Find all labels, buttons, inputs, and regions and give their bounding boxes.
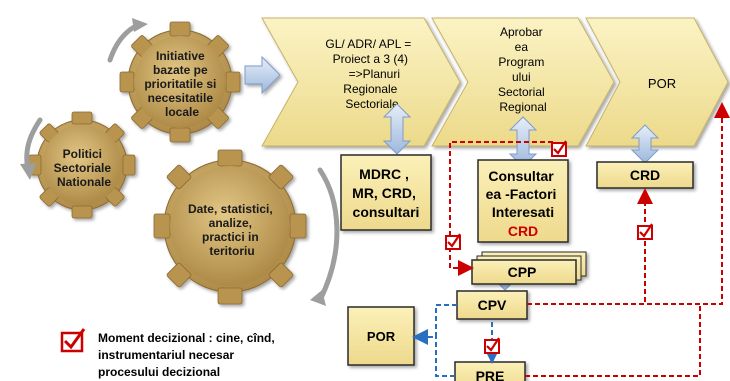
chevron-por	[585, 17, 729, 147]
box-mdrc-label: MDRC , MR, CRD, consultari	[352, 166, 420, 220]
box-por-small-label: POR	[367, 329, 396, 344]
chevron-gl-label: GL/ ADR/ APL = Proiect a 3 (4) =>Planuri…	[325, 37, 414, 111]
down-arrow-1	[382, 103, 412, 155]
gear-date-label: Date, statistici, analize, practici in t…	[188, 202, 276, 258]
box-consultarea	[477, 159, 569, 243]
box-mdrc	[340, 154, 432, 231]
cycle-arrowheads	[20, 18, 326, 306]
legend-check-icon	[60, 328, 86, 353]
decision-check-icon	[551, 140, 567, 157]
gear-initiative-label: Initiative bazate pe prioritatile si nec…	[144, 49, 219, 119]
box-consultarea-crd: CRD	[508, 223, 538, 239]
down-arrow-2	[508, 116, 538, 168]
chevron-aprobare-label: Aprobar ea Program ului Sectorial Region…	[498, 25, 548, 114]
gear-politici	[28, 111, 136, 219]
legend-text: Moment decizional : cine, cînd, instrume…	[98, 331, 278, 379]
box-consultarea-label: Consultar ea -Factori Interesati	[486, 168, 561, 220]
box-cpp	[471, 251, 587, 285]
gear-date	[153, 149, 307, 305]
decision-check-icon	[637, 223, 653, 240]
decision-check-icon	[445, 233, 461, 250]
chevron-gl	[261, 17, 461, 147]
box-pre-label: PRE	[476, 368, 505, 381]
box-cpv-label: CPV	[478, 297, 507, 313]
box-crd	[596, 161, 694, 189]
decision-check-icon	[484, 337, 500, 354]
box-crd-label: CRD	[630, 167, 660, 183]
gear-initiative	[119, 21, 241, 143]
chevron-aprobare	[431, 17, 615, 147]
input-arrow	[244, 55, 281, 95]
box-cpp-label: CPP	[508, 264, 537, 280]
down-arrow-3	[630, 124, 660, 164]
chevron-por-label: POR	[648, 76, 676, 91]
red-dashed-connectors	[449, 118, 723, 377]
gear-politici-label: Politici Sectoriale Nationale	[54, 147, 115, 189]
